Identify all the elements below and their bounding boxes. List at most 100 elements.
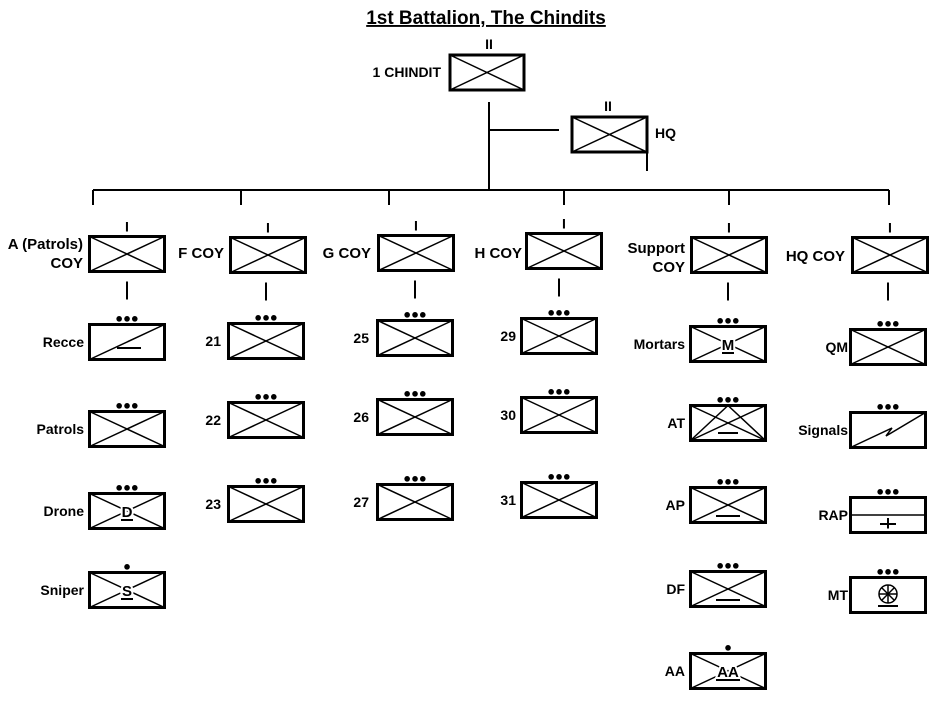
unit-aa-label: AA bbox=[665, 663, 685, 679]
company-hq-coy-node: I HQ COY ●●● QM ●●● Signals ●●● RAP ●●● MT bbox=[786, 190, 929, 614]
company-f-coy-size-marker: I bbox=[266, 220, 270, 236]
unit-drone-node: ●●● D Drone bbox=[44, 480, 166, 530]
company-a-patrols-coy-label: COY bbox=[50, 255, 83, 272]
unit-21-node: ●●● 21 bbox=[205, 310, 305, 360]
company-h-coy-label: H COY bbox=[474, 245, 522, 262]
unit-25-size-marker: ●●● bbox=[403, 307, 427, 322]
unit-qm-label: QM bbox=[825, 339, 848, 355]
unit-30-size-marker: ●●● bbox=[547, 384, 571, 399]
unit-21-size-marker: ●●● bbox=[254, 310, 278, 325]
unit-df-node: ●●● DF bbox=[666, 558, 767, 608]
unit-31-node: ●●● 31 bbox=[500, 469, 598, 519]
company-a-patrols-coy-label: A (Patrols) bbox=[8, 236, 83, 253]
unit-patrols-label: Patrols bbox=[37, 421, 85, 437]
company-a-patrols-coy-size-marker: I bbox=[125, 219, 129, 235]
unit-drone-label: Drone bbox=[44, 503, 85, 519]
unit-signals-label: Signals bbox=[798, 422, 848, 438]
company-a-patrols-coy-node: I A (Patrols) COY ●●● Recce ●●● Patrols ●●● D Dro… bbox=[8, 190, 166, 609]
unit-ap-node: ●●● AP bbox=[666, 474, 767, 524]
unit-mortars-label: Mortars bbox=[634, 336, 686, 352]
unit-23-node: ●●● 23 bbox=[205, 473, 305, 523]
unit-recce-size-marker: ●●● bbox=[115, 311, 139, 326]
unit-aa-node: ● AA AA bbox=[665, 640, 767, 690]
unit-22-node: ●●● 22 bbox=[205, 389, 305, 439]
unit-27-node: ●●● 27 bbox=[353, 471, 454, 521]
company-support-coy-label: Support bbox=[628, 240, 686, 257]
unit-df-size-marker: ●●● bbox=[716, 558, 740, 573]
unit-signals-node: ●●● Signals bbox=[798, 399, 927, 449]
unit-sniper-node: ● S Sniper bbox=[40, 559, 166, 609]
unit-27-label: 27 bbox=[353, 494, 369, 510]
hq-node: II HQ bbox=[570, 98, 676, 171]
unit-22-size-marker: ●●● bbox=[254, 389, 278, 404]
unit-df-label: DF bbox=[666, 581, 685, 597]
unit-26-size-marker: ●●● bbox=[403, 386, 427, 401]
company-g-coy-size-marker: I bbox=[414, 218, 418, 234]
unit-at-node: ●●● AT bbox=[667, 392, 767, 442]
unit-21-label: 21 bbox=[205, 333, 221, 349]
unit-mortars-symbol-letter: M bbox=[722, 337, 735, 354]
unit-29-size-marker: ●●● bbox=[547, 305, 571, 320]
company-h-coy-size-marker: I bbox=[562, 216, 566, 232]
unit-signals-size-marker: ●●● bbox=[876, 399, 900, 414]
unit-23-size-marker: ●●● bbox=[254, 473, 278, 488]
unit-drone-size-marker: ●●● bbox=[115, 480, 139, 495]
unit-sniper-symbol-letter: S bbox=[122, 583, 132, 600]
unit-qm-node: ●●● QM bbox=[825, 316, 927, 366]
company-h-coy-node: I H COY ●●● 29 ●●● 30 ●●● 31 bbox=[474, 190, 603, 519]
company-hq-coy-label: HQ COY bbox=[786, 248, 845, 265]
unit-mt-label: MT bbox=[828, 587, 849, 603]
unit-at-label: AT bbox=[667, 415, 685, 431]
unit-aa-symbol-letter: AA bbox=[717, 664, 739, 681]
unit-qm-size-marker: ●●● bbox=[876, 316, 900, 331]
companies-layer: I A (Patrols) COY ●●● Recce ●●● Patrols ●●● D Dro… bbox=[8, 190, 929, 690]
unit-26-node: ●●● 26 bbox=[353, 386, 454, 436]
unit-rap-label: RAP bbox=[818, 507, 848, 523]
unit-29-node: ●●● 29 bbox=[500, 305, 598, 355]
company-f-coy-node: I F COY ●●● 21 ●●● 22 ●●● 23 bbox=[178, 190, 307, 523]
unit-at-size-marker: ●●● bbox=[716, 392, 740, 407]
unit-rap-node: ●●● RAP bbox=[818, 484, 927, 534]
unit-patrols-size-marker: ●●● bbox=[115, 398, 139, 413]
unit-27-size-marker: ●●● bbox=[403, 471, 427, 486]
unit-sniper-label: Sniper bbox=[40, 582, 84, 598]
company-support-coy-label: COY bbox=[652, 259, 685, 276]
unit-ap-label: AP bbox=[666, 497, 685, 513]
unit-25-node: ●●● 25 bbox=[353, 307, 454, 357]
unit-patrols-node: ●●● Patrols bbox=[37, 398, 166, 448]
unit-mortars-node: ●●● M Mortars bbox=[634, 313, 767, 363]
unit-recce-label: Recce bbox=[43, 334, 84, 350]
unit-30-node: ●●● 30 bbox=[500, 384, 598, 434]
unit-ap-size-marker: ●●● bbox=[716, 474, 740, 489]
unit-22-label: 22 bbox=[205, 412, 221, 428]
unit-mortars-size-marker: ●●● bbox=[716, 313, 740, 328]
unit-sniper-size-marker: ● bbox=[123, 559, 131, 574]
company-support-coy-size-marker: I bbox=[727, 220, 731, 236]
unit-drone-symbol-letter: D bbox=[122, 504, 133, 521]
company-g-coy-node: I G COY ●●● 25 ●●● 26 ●●● 27 bbox=[323, 190, 455, 521]
unit-mt-size-marker: ●●● bbox=[876, 564, 900, 579]
unit-23-label: 23 bbox=[205, 496, 221, 512]
battalion-size-marker: II bbox=[485, 36, 493, 52]
unit-31-label: 31 bbox=[500, 492, 516, 508]
unit-30-label: 30 bbox=[500, 407, 516, 423]
company-g-coy-label: G COY bbox=[323, 245, 371, 262]
unit-aa-size-marker: ● bbox=[724, 640, 732, 655]
unit-31-size-marker: ●●● bbox=[547, 469, 571, 484]
unit-25-label: 25 bbox=[353, 330, 369, 346]
hq-label: HQ bbox=[655, 125, 676, 141]
company-hq-coy-size-marker: I bbox=[888, 220, 892, 236]
battalion-node: II 1 CHINDIT bbox=[373, 36, 526, 92]
unit-recce-node: ●●● Recce bbox=[43, 311, 166, 361]
chart-title: 1st Battalion, The Chindits bbox=[366, 8, 606, 29]
hq-size-marker: II bbox=[604, 98, 612, 114]
unit-26-label: 26 bbox=[353, 409, 369, 425]
company-f-coy-label: F COY bbox=[178, 245, 224, 262]
battalion-label: 1 CHINDIT bbox=[373, 64, 442, 80]
unit-mt-node: ●●● MT bbox=[828, 564, 927, 614]
unit-rap-size-marker: ●●● bbox=[876, 484, 900, 499]
unit-29-label: 29 bbox=[500, 328, 516, 344]
